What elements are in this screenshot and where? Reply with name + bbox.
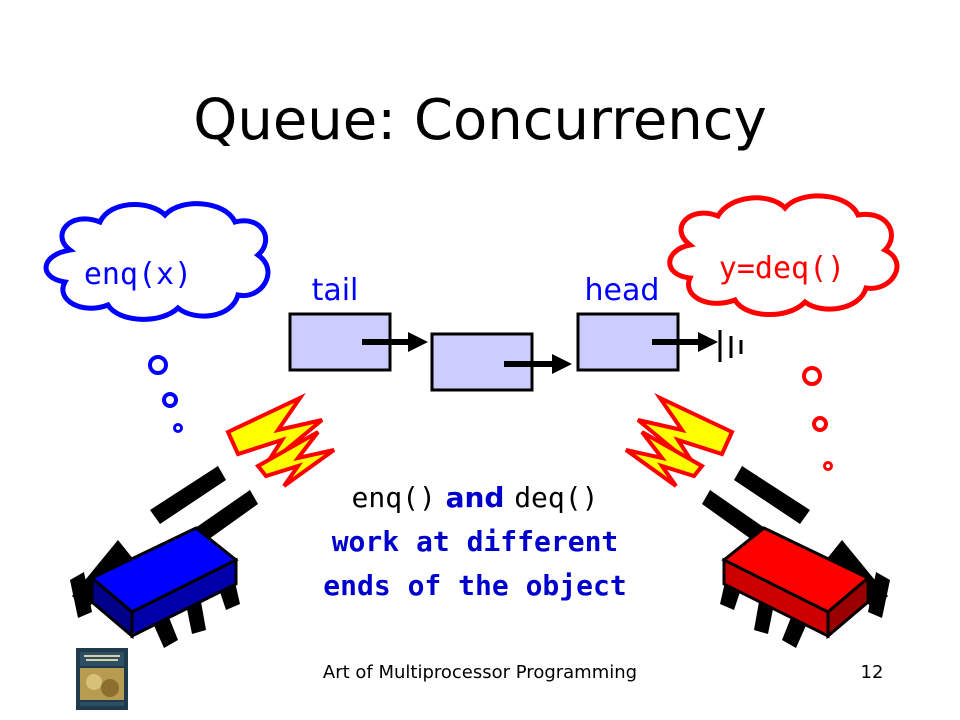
queue-node-middle xyxy=(430,332,572,392)
queue-node-tail xyxy=(288,312,428,372)
caption-deq: deq() xyxy=(514,481,599,514)
caption-enq: enq() xyxy=(351,481,436,514)
slide-title: Queue: Concurrency xyxy=(193,88,767,153)
page-number: 12 xyxy=(860,662,884,683)
tail-label: tail xyxy=(312,273,359,308)
caption: enq() and deq() work at different ends o… xyxy=(290,476,660,608)
left-thread-icon xyxy=(70,466,258,648)
caption-line-2: work at different xyxy=(331,525,619,558)
head-label: head xyxy=(585,273,660,308)
caption-line-3: ends of the object xyxy=(323,569,627,602)
right-thread-icon xyxy=(702,466,890,648)
queue-node-head xyxy=(576,312,718,372)
deq-bubble-text: y=deq() xyxy=(719,251,845,286)
book-cover-icon xyxy=(76,648,128,710)
right-lightning-icon xyxy=(624,393,735,488)
left-thought-bubble: enq(x) xyxy=(43,201,271,433)
caption-line-1: enq() and deq() xyxy=(290,476,660,520)
enq-bubble-text: enq(x) xyxy=(84,257,192,292)
null-ground-icon xyxy=(718,330,743,362)
right-thought-bubble: y=deq() xyxy=(667,193,900,471)
left-lightning-icon xyxy=(225,393,336,488)
footer-text: Art of Multiprocessor Programming xyxy=(322,662,638,683)
caption-and: and xyxy=(445,481,505,514)
